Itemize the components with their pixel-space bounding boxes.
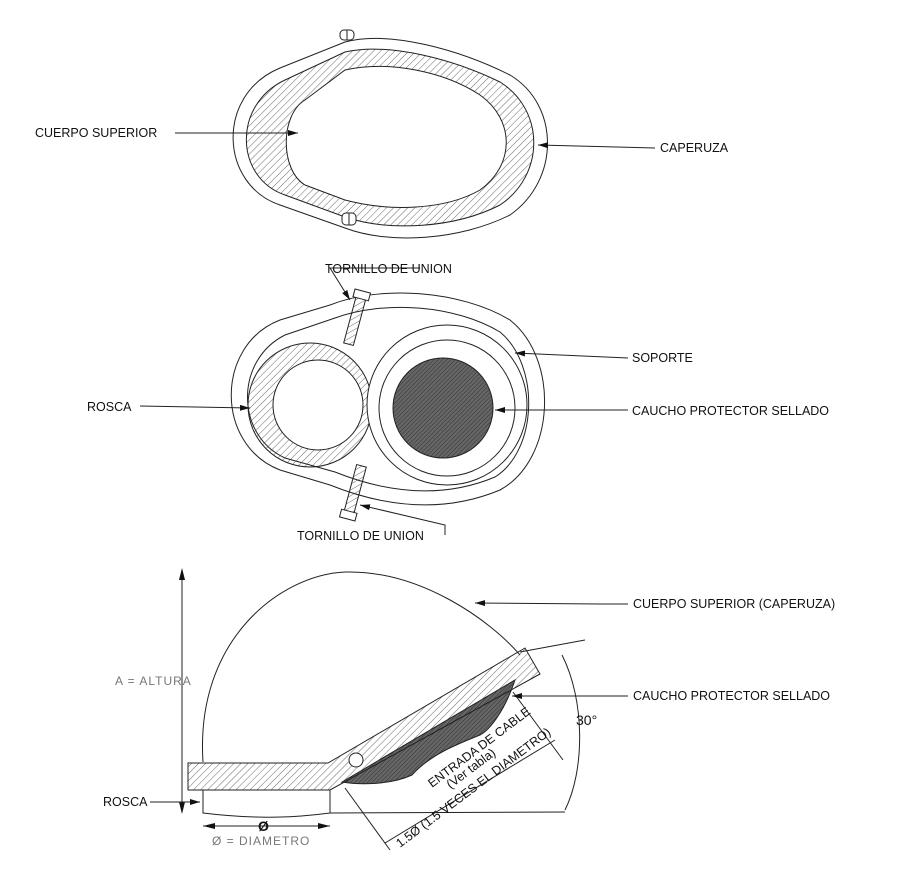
dome: [202, 571, 521, 763]
top-view: CUERPO SUPERIOR CAPERUZA: [35, 29, 729, 239]
screw-icon: [341, 212, 357, 226]
label-cuerpo-superior-caperuza: CUERPO SUPERIOR (CAPERUZA): [633, 597, 835, 611]
label-caucho-side: CAUCHO PROTECTOR SELLADO: [633, 689, 830, 703]
screw-icon: [343, 288, 372, 347]
screw-icon: [348, 752, 364, 768]
label-diam-symbol: Ø: [258, 818, 269, 834]
middle-view: TORNILLO DE UNION TORNILLO DE UNION SOPO…: [87, 262, 829, 543]
caucho-disc: [392, 357, 494, 459]
label-caucho: CAUCHO PROTECTOR SELLADO: [632, 404, 829, 418]
base-plate: [187, 647, 541, 791]
soporte-outline: [230, 292, 545, 506]
label-tornillo-bottom: TORNILLO DE UNION: [297, 529, 424, 543]
rosca-inner: [272, 359, 364, 451]
soporte-ring-inner: [378, 339, 516, 477]
label-angle: 30°: [576, 712, 597, 728]
side-view: A = ALTURA 30° ENTRADA DE CABLE(Ver tabl…: [103, 568, 835, 850]
label-diametro: Ø = DIAMETRO: [212, 834, 310, 848]
label-rosca: ROSCA: [87, 400, 132, 414]
caperuza-outline: [232, 37, 548, 239]
label-soporte: SOPORTE: [632, 351, 693, 365]
label-cuerpo-superior: CUERPO SUPERIOR: [35, 126, 157, 140]
label-tornillo-top: TORNILLO DE UNION: [325, 262, 452, 276]
label-rosca-side: ROSCA: [103, 795, 148, 809]
inner-cavity: [285, 65, 507, 208]
screw-icon: [339, 29, 355, 41]
label-altura: A = ALTURA: [115, 674, 192, 688]
label-caperuza: CAPERUZA: [660, 141, 729, 155]
rosca-thread: [202, 790, 331, 818]
screw-icon: [338, 463, 367, 522]
